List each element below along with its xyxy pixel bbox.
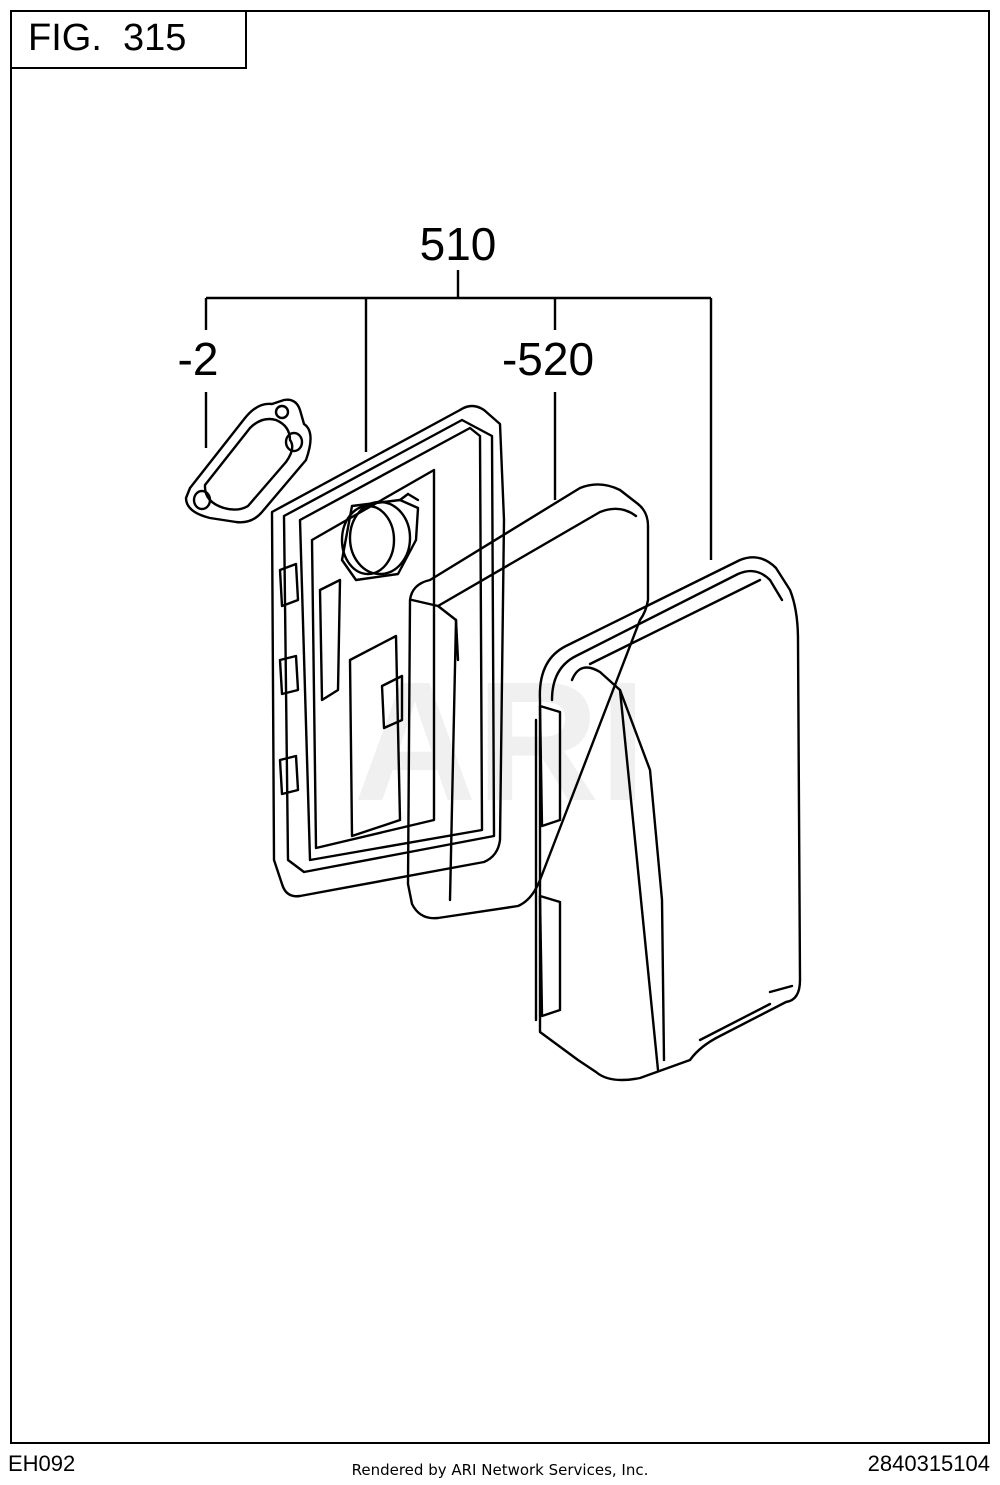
callout-520: -520 bbox=[502, 333, 594, 385]
cover-part bbox=[534, 556, 802, 1082]
leader-lines bbox=[204, 270, 713, 560]
footer-code: EH092 bbox=[8, 1451, 76, 1476]
callout-510: 510 bbox=[420, 218, 497, 270]
page-frame bbox=[10, 10, 990, 1444]
filter-element-part bbox=[406, 483, 650, 920]
case-part bbox=[270, 404, 506, 898]
footer-part-number: 2840315104 bbox=[867, 1451, 990, 1476]
figure-label: FIG. 315 bbox=[10, 10, 247, 69]
gasket-part bbox=[184, 398, 312, 524]
footer-credit: Rendered by ARI Network Services, Inc. bbox=[351, 1461, 649, 1479]
callout-2: -2 bbox=[178, 333, 219, 385]
